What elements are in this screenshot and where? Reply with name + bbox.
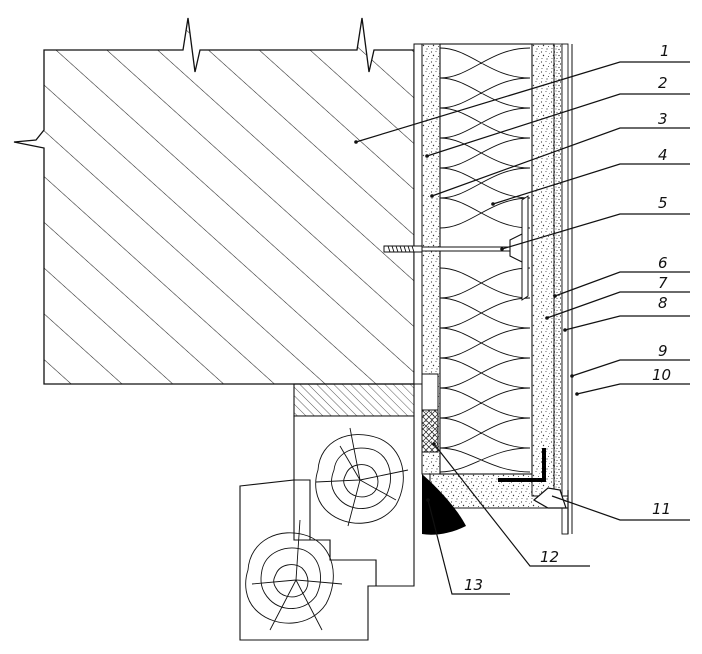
corner-drip-profile: [498, 448, 569, 534]
window-frame: [239, 383, 415, 641]
callout-10: 10: [652, 366, 671, 384]
base-coat-layer: [531, 43, 555, 497]
masonry-wall: [13, 17, 423, 385]
callout-1: 1: [660, 42, 670, 60]
callout-8: 8: [658, 294, 668, 312]
callout-7: 7: [658, 274, 668, 292]
callout-2: 2: [658, 74, 668, 92]
callout-9: 9: [658, 342, 668, 360]
wood-grain-upper: [315, 427, 409, 527]
leader-lines: [354, 61, 690, 595]
wood-grain-lower: [245, 519, 343, 631]
starter-profile: [521, 195, 529, 301]
callout-4: 4: [658, 146, 668, 164]
callout-labels: 1 2 3 4 5 6 7 8 9 10 11 12 13: [464, 42, 671, 594]
reinforcing-mesh-layer: [553, 43, 563, 497]
callout-11: 11: [652, 500, 671, 518]
callout-13: 13: [464, 576, 483, 594]
callout-6: 6: [658, 254, 668, 272]
frame-gap: [421, 373, 439, 411]
finish-render-layer: [561, 43, 569, 535]
callout-12: 12: [540, 548, 559, 566]
callout-5: 5: [658, 194, 668, 212]
callout-3: 3: [658, 110, 668, 128]
